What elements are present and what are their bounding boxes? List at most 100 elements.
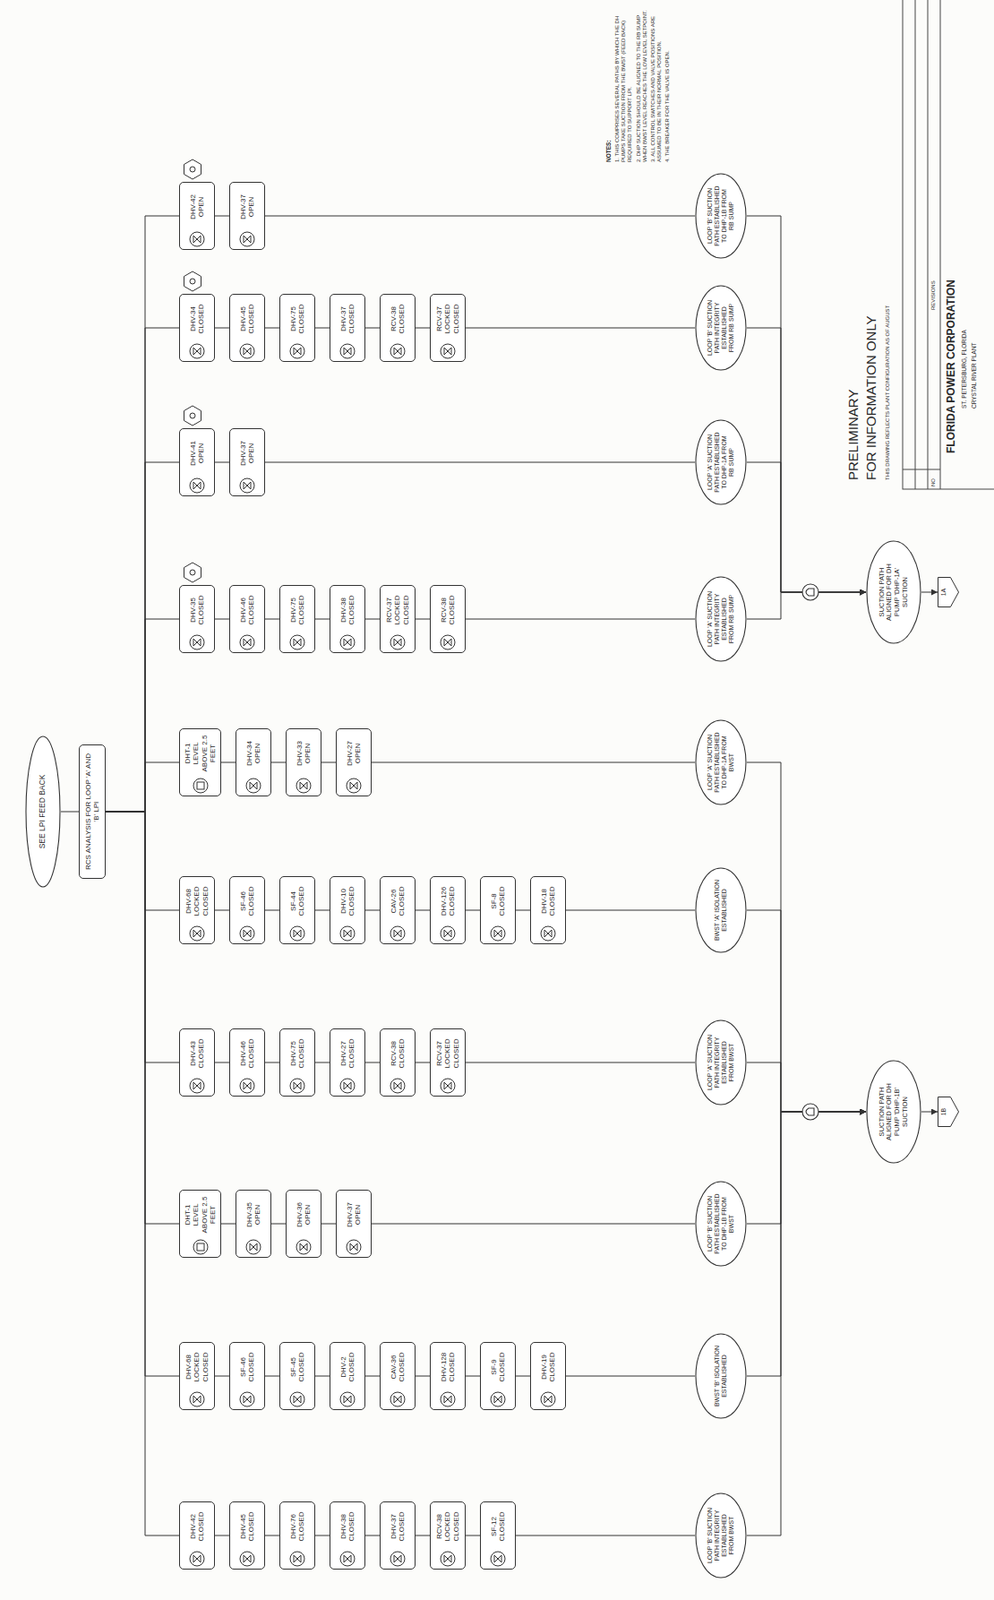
connector <box>265 1534 280 1536</box>
result-ellipse: BWST 'B' ISOLATION ESTABLISHED <box>694 1332 747 1419</box>
connector <box>465 618 695 620</box>
valve-condition-box: DHV-45 CLOSED <box>229 293 266 362</box>
valve-symbol <box>539 1390 557 1407</box>
valve-condition-box: DHV-33 OPEN <box>285 728 322 797</box>
valve-condition-box: DHV-37 CLOSED <box>379 1500 416 1569</box>
connector <box>746 1111 866 1224</box>
valve-condition-box-text: CAV-26 CLOSED <box>389 879 406 923</box>
valve-symbol <box>295 777 312 794</box>
connector <box>105 618 180 812</box>
valve-condition-box-text: DHV-19 CLOSED <box>539 1345 557 1389</box>
connector <box>921 591 938 593</box>
connector <box>365 1375 380 1377</box>
result-ellipse-text: BWST 'B' ISOLATION ESTABLISHED <box>713 1344 729 1407</box>
connector <box>365 909 380 911</box>
connector <box>221 762 236 763</box>
offpage-connector: 1A <box>937 576 960 608</box>
connector <box>365 1062 380 1063</box>
valve-condition-box: RCV-37 LOCKED CLOSED <box>379 584 416 653</box>
connector <box>415 1062 430 1063</box>
result-ellipse: LOOP 'A' SUCTION PATH INTEGRITY ESTABLIS… <box>694 575 747 662</box>
output-ellipse: SUCTION PATH ALIGNED FOR DH PUMP 'DHP-1A… <box>865 539 922 644</box>
connector <box>465 1534 480 1536</box>
valve-symbol <box>188 231 206 248</box>
valve-symbol <box>239 1550 256 1567</box>
valve-condition-box-text: DHV-33 OPEN <box>295 731 312 775</box>
connector <box>271 762 286 763</box>
valve-condition-box-text: DHV-46 CLOSED <box>239 1031 256 1075</box>
valve-condition-box: SF-46 CLOSED <box>229 1341 266 1410</box>
valve-condition-box-text: DHV-37 CLOSED <box>339 297 356 341</box>
valve-condition-box-text: DHV-27 CLOSED <box>339 1031 356 1075</box>
connector <box>415 1534 430 1536</box>
valve-condition-box: DHV-128 CLOSED <box>429 1341 466 1410</box>
valve-condition-box-text: DHT-1 LEVEL ABOVE 2.5 FEET <box>183 1192 217 1236</box>
valve-condition-box-text: DHV-75 CLOSED <box>289 588 306 632</box>
connector <box>565 1375 695 1377</box>
connector <box>365 327 380 329</box>
valve-condition-box: DHV-35 OPEN <box>235 1189 272 1258</box>
connector <box>746 462 866 592</box>
valve-condition-box-text: DHV-38 CLOSED <box>339 1504 356 1548</box>
valve-condition-box-text: RCV-38 LOCKED CLOSED <box>435 1504 461 1548</box>
connector <box>265 327 280 329</box>
valve-condition-box: RCV-38 CLOSED <box>379 293 416 362</box>
valve-condition-box: DHV-68 LOCKED CLOSED <box>179 1341 215 1410</box>
valve-symbol <box>339 1390 356 1407</box>
plant-name: CRYSTAL RIVER PLANT <box>970 211 978 409</box>
valve-condition-box-text: DHV-37 CLOSED <box>389 1504 406 1548</box>
connector <box>214 1375 230 1377</box>
valve-condition-box: RCV-38 CLOSED <box>379 1028 416 1097</box>
valve-symbol <box>188 477 206 494</box>
valve-symbol <box>289 342 306 360</box>
valve-condition-box-text: RCV-38 CLOSED <box>389 297 406 341</box>
valve-condition-box-text: DHV-75 CLOSED <box>289 1031 306 1075</box>
valve-condition-box-text: DHV-37 OPEN <box>239 431 256 475</box>
valve-symbol <box>192 777 209 794</box>
valve-symbol <box>439 1390 456 1407</box>
valve-symbol <box>489 925 506 942</box>
valve-condition-box: DHV-35 CLOSED <box>179 584 215 653</box>
connector <box>265 909 280 911</box>
connector <box>415 909 430 911</box>
valve-condition-box-text: DHV-10 CLOSED <box>339 879 356 923</box>
valve-symbol <box>239 925 256 942</box>
connector <box>221 1223 236 1225</box>
connector <box>515 1375 531 1377</box>
valve-condition-box: RCV-38 CLOSED <box>429 584 466 653</box>
result-ellipse-text: LOOP 'A' SUCTION PATH ESTABLISHED TO DHP… <box>706 730 736 794</box>
valve-condition-box: DHV-37 OPEN <box>335 1189 372 1258</box>
note-text: 3. ALL CONTROL SWITCHES AND VALVE POSITI… <box>650 9 663 163</box>
connector <box>271 1223 286 1225</box>
connector <box>746 909 866 1112</box>
connector <box>105 462 180 812</box>
result-ellipse-text: LOOP 'B' SUCTION PATH ESTABLISHED TO DHP… <box>706 184 736 248</box>
valve-condition-box-text: DHV-27 OPEN <box>345 731 362 775</box>
connector <box>265 215 695 217</box>
valve-symbol <box>192 1238 209 1255</box>
valve-symbol <box>389 342 406 360</box>
valve-condition-box-text: SF-46 CLOSED <box>239 879 256 923</box>
valve-condition-box-text: DHV-42 CLOSED <box>188 1504 206 1548</box>
valve-symbol <box>245 1238 262 1255</box>
valve-condition-box: DHV-38 CLOSED <box>329 1500 366 1569</box>
connector <box>746 1111 866 1535</box>
connector <box>321 1223 336 1225</box>
connector <box>214 215 230 217</box>
valve-condition-box-text: SF-12 CLOSED <box>489 1504 506 1548</box>
result-ellipse: LOOP 'A' SUCTION PATH ESTABLISHED TO DHP… <box>694 419 747 506</box>
valve-symbol <box>339 634 356 651</box>
result-ellipse-text: LOOP 'A' SUCTION PATH INTEGRITY ESTABLIS… <box>706 587 736 651</box>
valve-condition-box-text: DHV-34 CLOSED <box>188 297 206 341</box>
valve-condition-box: DHV-126 CLOSED <box>429 875 466 944</box>
valve-condition-box: DHV-46 CLOSED <box>229 1028 266 1097</box>
analysis-box-text: RCS ANALYSIS FOR LOOP 'A' AND 'B' LPI <box>84 752 101 871</box>
valve-symbol <box>245 777 262 794</box>
analysis-box: RCS ANALYSIS FOR LOOP 'A' AND 'B' LPI <box>78 744 106 879</box>
valve-condition-box: RCV-38 LOCKED CLOSED <box>429 1500 466 1569</box>
valve-condition-box: SF-9 CLOSED <box>479 1341 516 1410</box>
connector <box>415 1375 430 1377</box>
table-cell: NO <box>930 470 937 487</box>
result-ellipse: LOOP 'B' SUCTION PATH INTEGRITY ESTABLIS… <box>694 1491 747 1578</box>
